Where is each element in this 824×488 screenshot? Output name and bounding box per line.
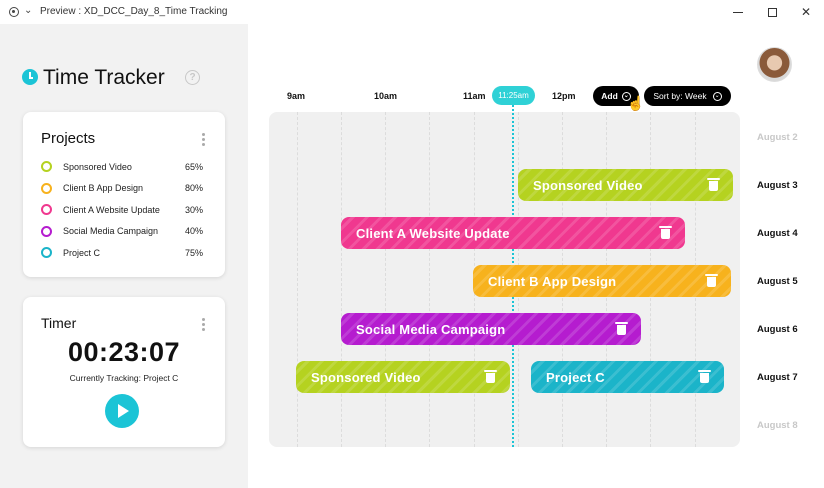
gridline [297,112,298,447]
task-bar[interactable]: Client B App Design [473,265,731,297]
minimize-button[interactable] [720,0,756,24]
maximize-icon [767,7,777,17]
window-title: Preview : XD_DCC_Day_8_Time Tracking [40,6,228,17]
trash-icon[interactable] [615,322,628,335]
progress-ring-icon [41,225,52,237]
gridline [341,112,342,447]
date-label: August 8 [757,420,798,431]
task-label: Sponsored Video [533,177,643,193]
task-label: Social Media Campaign [356,321,506,337]
hand-cursor-icon: ☝ [627,95,645,111]
task-bar[interactable]: Sponsored Video [296,361,510,393]
trash-icon[interactable] [705,274,718,287]
task-bar[interactable]: Social Media Campaign [341,313,641,345]
date-label: August 6 [757,324,798,335]
task-label: Client A Website Update [356,225,510,241]
project-percent: 75% [184,247,203,258]
project-row[interactable]: Sponsored Video 65% [41,156,203,178]
date-label: August 2 [757,132,798,143]
time-label-11am: 11am [463,91,486,101]
maximize-button[interactable] [754,0,790,24]
progress-ring-icon [41,182,52,194]
chevron-down-icon: ⌄ [712,91,722,101]
add-button[interactable]: Add ⌄ [593,86,639,106]
chevron-down-icon[interactable]: ⌄ [24,5,33,16]
play-button[interactable] [105,394,139,428]
trash-icon[interactable] [698,370,711,383]
date-label: August 7 [757,372,798,383]
trash-icon[interactable] [707,178,720,191]
trash-icon[interactable] [484,370,497,383]
time-label-9am: 9am [287,91,306,101]
project-name: Project C [63,247,101,258]
timer-title: Timer [41,315,77,331]
project-list: Sponsored Video 65% Client B App Design … [41,156,203,264]
time-label-12pm: 12pm [552,91,576,101]
project-percent: 80% [184,183,203,194]
avatar[interactable] [757,47,792,82]
currently-tracking: Currently Tracking: Project C [69,373,179,383]
window-titlebar: ⌄ Preview : XD_DCC_Day_8_Time Tracking ✕ [0,0,824,24]
timer-display: 00:23:07 [67,337,181,367]
task-label: Sponsored Video [311,369,421,385]
app-record-icon [9,7,19,17]
app-title: Time Tracker [43,66,165,89]
project-name: Sponsored Video [63,161,132,172]
gridline [385,112,386,447]
timer-card: Timer 00:23:07 Currently Tracking: Proje… [23,297,225,447]
timer-more-icon[interactable] [202,318,205,331]
date-label: August 3 [757,180,798,191]
trash-icon[interactable] [659,226,672,239]
project-row[interactable]: Social Media Campaign 40% [41,221,203,243]
project-percent: 30% [184,204,203,215]
project-percent: 40% [184,226,203,237]
task-label: Project C [546,369,605,385]
project-percent: 65% [184,161,203,172]
sort-dropdown-label: Sort by: Week [653,91,707,101]
close-button[interactable]: ✕ [788,0,824,24]
play-icon [118,404,129,418]
project-name: Social Media Campaign [63,226,159,237]
help-icon[interactable]: ? [185,70,200,85]
progress-ring-icon [41,204,52,216]
sort-dropdown[interactable]: Sort by: Week ⌄ [644,86,731,106]
clock-icon [22,69,38,85]
projects-card: Projects Sponsored Video 65% Client B Ap… [23,112,225,277]
progress-ring-icon [41,247,52,259]
projects-title: Projects [41,130,96,147]
gridline [429,112,430,447]
close-icon: ✕ [800,5,812,19]
progress-ring-icon [41,161,52,173]
project-name: Client B App Design [63,183,144,194]
project-row[interactable]: Project C 75% [41,242,203,264]
project-row[interactable]: Client B App Design 80% [41,178,203,200]
project-row[interactable]: Client A Website Update 30% [41,199,203,221]
date-label: August 4 [757,228,798,239]
current-time-badge: 11:25am [492,86,535,105]
add-button-label: Add [601,91,618,101]
task-bar[interactable]: Sponsored Video [518,169,733,201]
task-bar[interactable]: Project C [531,361,724,393]
task-label: Client B App Design [488,273,617,289]
minimize-icon [733,11,743,13]
task-bar[interactable]: Client A Website Update [341,217,685,249]
gridline [474,112,475,447]
project-name: Client A Website Update [63,204,160,215]
date-label: August 5 [757,276,798,287]
projects-more-icon[interactable] [202,133,205,146]
chevron-down-icon: ⌄ [621,91,631,101]
time-label-10am: 10am [374,91,398,101]
